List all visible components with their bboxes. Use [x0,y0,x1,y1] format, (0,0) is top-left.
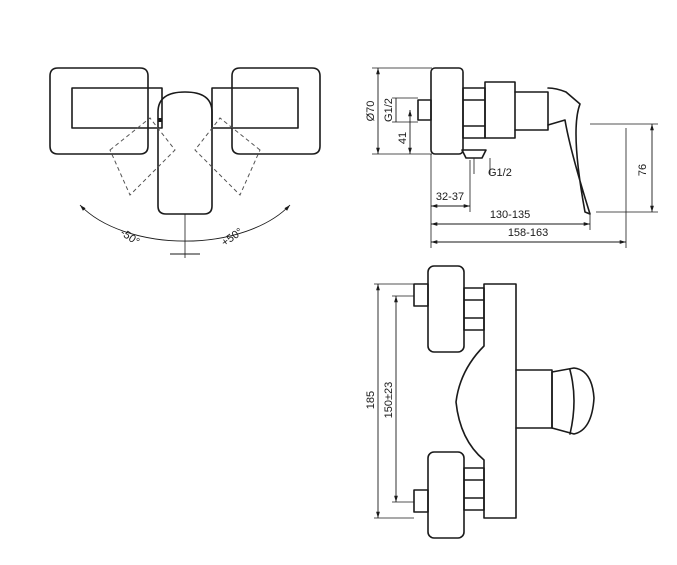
bottom-inlet [413,489,429,513]
bottom-flange [427,451,465,539]
lever-handle [157,91,213,215]
left-wing-inner [71,87,163,129]
height-41-label: 41 [397,132,409,144]
wall-flange [430,67,464,155]
lever-side [547,87,591,215]
spacing-150-label: 150±23 [383,382,395,419]
depth-158-163-label: 158-163 [508,227,548,239]
top-view: -50° +50° [49,67,321,258]
front-cartridge [515,369,553,429]
thread-top-label: G1/2 [383,98,395,122]
depth-130-135-label: 130-135 [490,209,530,221]
handle-rotated-right [194,117,261,196]
angle-right-label: +50° [219,226,245,249]
handle-rotated-left [109,117,176,196]
inlet-pipe [417,99,432,121]
thread-bottom-label: G1/2 [488,167,512,179]
hex-nut [462,87,486,139]
handle-marker [158,118,162,122]
top-nut [463,287,485,331]
body-cartridge [514,91,549,131]
diameter-label: Ø70 [365,101,377,122]
angle-left-label: -50° [118,227,142,248]
right-wing-plate [231,67,321,155]
left-wing-plate [49,67,149,155]
side-view: Ø70 G1/2 41 G1/2 32-37 130-135 158-163 7… [365,67,658,248]
top-flange [427,265,465,353]
top-inlet [413,283,429,307]
front-body [455,283,517,519]
front-lever [551,367,595,435]
height-185-label: 185 [365,391,377,409]
bottom-nut [463,467,485,511]
valve-body [484,81,516,139]
depth-32-37-label: 32-37 [436,191,464,203]
outlet-bottom [461,149,487,159]
height-76-label: 76 [637,164,649,176]
front-view: 185 150±23 [365,265,595,539]
